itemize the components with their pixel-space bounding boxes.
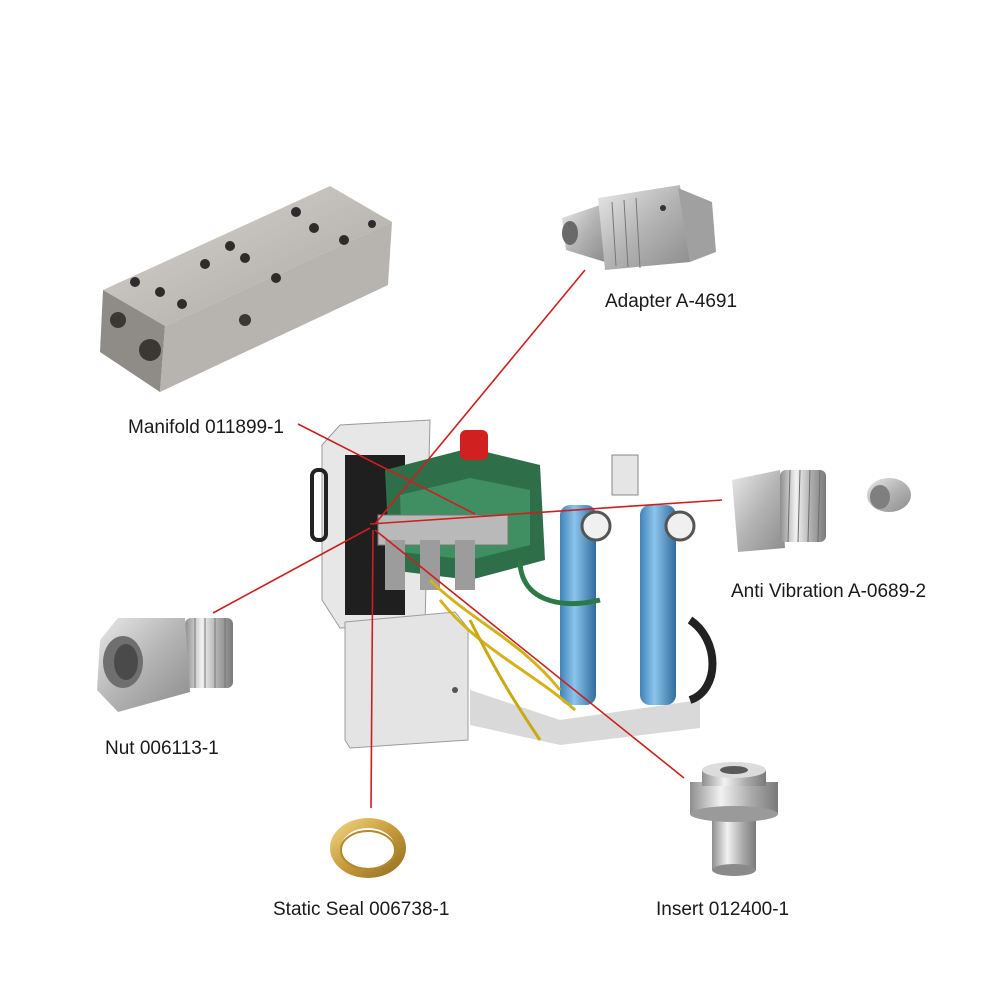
leader-line-nut	[212, 527, 371, 614]
static-seal-image	[330, 818, 406, 878]
insert-image	[690, 762, 778, 876]
label-nut: Nut 006113-1	[105, 738, 219, 759]
label-adapter: Adapter A-4691	[605, 291, 738, 312]
nut-image	[97, 618, 233, 712]
label-insert: Insert 012400-1	[656, 899, 790, 920]
leader-lines	[212, 269, 723, 809]
leader-line-static-seal	[370, 529, 374, 809]
label-manifold: Manifold 011899-1	[128, 417, 284, 438]
label-static-seal: Static Seal 006738-1	[273, 899, 450, 920]
anti-vibration-image	[732, 469, 911, 552]
pump-unit-image	[310, 419, 717, 749]
manifold-image	[100, 186, 392, 392]
leader-line-anti-vibration	[369, 499, 723, 525]
leader-line-insert	[374, 529, 685, 779]
adapter-image	[562, 185, 716, 270]
leader-line-manifold	[297, 423, 476, 515]
label-anti-vibration: Anti Vibration A-0689-2	[731, 581, 927, 602]
leader-line-adapter	[374, 269, 586, 525]
